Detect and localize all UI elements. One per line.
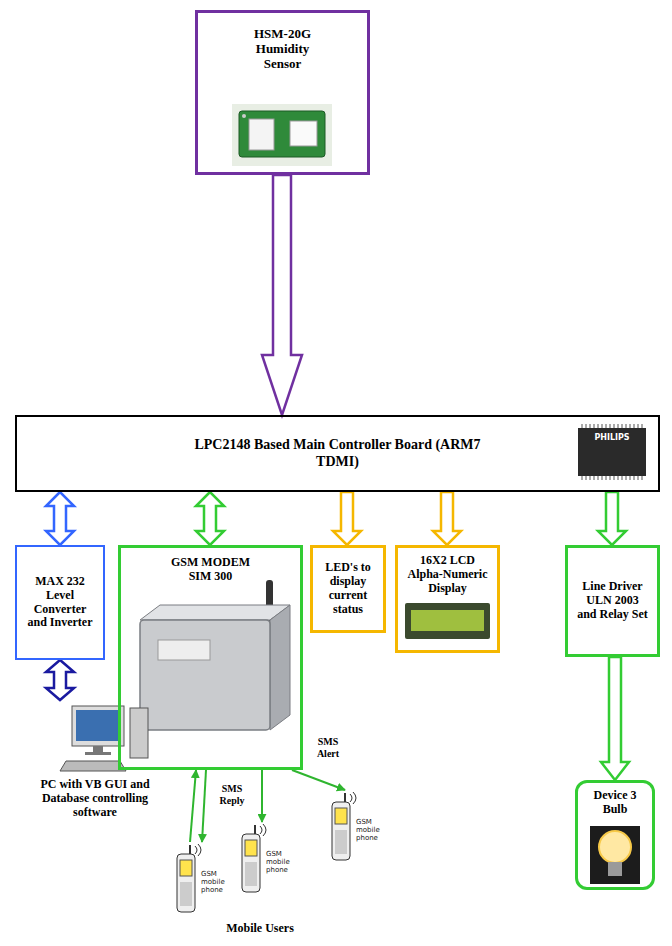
signal-marks — [195, 844, 201, 856]
phone-screen — [335, 808, 347, 824]
phone-body — [242, 834, 260, 892]
block-arrow — [46, 492, 74, 545]
phone-keypad — [180, 882, 192, 906]
pc-caption: PC with VB GUI and Database controlling … — [20, 778, 170, 819]
sensor-name: HSM-20G Humidity Sensor — [243, 27, 323, 72]
group-caption: Mobile Users — [205, 922, 315, 936]
phone-antenna — [189, 845, 191, 854]
lcd-picture — [405, 603, 490, 639]
controller-box: LPC2148 Based Main Controller Board (ARM… — [15, 415, 660, 492]
phone-node: GSM mobile phone — [330, 790, 387, 865]
phone-keypad — [245, 862, 257, 886]
gsm-modem-picture — [140, 580, 290, 730]
phone-keypad — [335, 830, 347, 854]
pc-tower — [130, 708, 148, 758]
modem-sticker — [158, 640, 210, 660]
block-name: Device 3 Bulb — [582, 789, 648, 817]
sms-link — [190, 770, 196, 842]
sensor-pcb — [239, 111, 325, 157]
pc-picture — [60, 706, 148, 771]
connector-group — [46, 175, 629, 842]
phone-body — [177, 854, 195, 912]
phone-picture — [177, 844, 201, 912]
chip-pins — [581, 424, 644, 428]
block-arrow — [598, 492, 626, 545]
humidity-sensor-picture — [232, 104, 332, 166]
relay-driver-box: Line Driver ULN 2003 and Relay Set — [565, 545, 660, 657]
phone-picture — [332, 792, 356, 860]
modem-top — [140, 605, 290, 620]
block-arrow — [601, 657, 629, 780]
pc-node: PC with VB GUI and Database controlling … — [15, 700, 175, 840]
phone-screen — [245, 840, 257, 856]
level-converter-box: MAX 232 Level Converter and Inverter — [15, 545, 105, 660]
block-arrow — [433, 492, 461, 545]
bulb-box: Device 3 Bulb — [575, 780, 655, 890]
phone-node: GSM mobile phone — [175, 842, 232, 917]
monitor-screen — [76, 710, 120, 741]
block-arrow — [196, 492, 224, 545]
bulb-glass — [599, 831, 631, 863]
mount-hole — [242, 114, 246, 118]
monitor — [72, 706, 124, 746]
sensor-box: HSM-20G Humidity Sensor — [195, 10, 370, 175]
block-arrow — [262, 175, 302, 415]
keyboard — [60, 761, 126, 771]
phone-antenna — [344, 793, 346, 802]
chip-picture — [578, 426, 646, 478]
block-name: Line Driver ULN 2003 and Relay Set — [577, 580, 649, 621]
block-name: 16X2 LCD Alpha-Numeric Display — [402, 554, 493, 595]
block-arrow — [333, 492, 361, 545]
edge-label: SMS Alert — [308, 735, 348, 760]
monitor-base — [85, 752, 111, 755]
led-box: LED's to display current status — [310, 545, 386, 633]
photo-ground — [232, 104, 332, 166]
phone-text: GSM mobile phone — [356, 818, 386, 842]
sms-link — [202, 770, 206, 842]
chip-pins — [581, 476, 644, 480]
signal-marks — [260, 824, 266, 836]
block-name: GSM MODEM SIM 300 — [166, 556, 256, 584]
bulb-base — [608, 862, 622, 876]
monitor-stand — [93, 746, 103, 752]
lcd-box: 16X2 LCD Alpha-Numeric Display — [395, 545, 500, 653]
bulb-picture — [590, 826, 640, 884]
gsm-modem-box: GSM MODEM SIM 300 — [118, 545, 303, 770]
photo-ground — [590, 826, 640, 884]
phone-text: GSM mobile phone — [266, 850, 296, 874]
chip-body — [578, 428, 646, 476]
edge-label: SMS Reply — [212, 782, 252, 807]
sms-link — [292, 770, 345, 790]
sms-link — [261, 770, 263, 822]
phone-node: GSM mobile phone — [240, 822, 297, 897]
phone-antenna — [254, 825, 256, 834]
block-name: LED's to display current status — [317, 561, 379, 616]
lcd-screen — [411, 610, 484, 631]
chip-marking: PHILIPS — [586, 433, 638, 442]
block-arrow — [46, 660, 74, 700]
lcd-frame — [405, 603, 490, 639]
block-name: MAX 232 Level Converter and Inverter — [24, 575, 96, 630]
controller-name: LPC2148 Based Main Controller Board (ARM… — [188, 437, 488, 469]
modem-side — [270, 605, 290, 730]
phone-screen — [180, 860, 192, 876]
modem-body — [140, 620, 270, 730]
phone-picture — [242, 824, 266, 892]
phone-text: GSM mobile phone — [201, 870, 231, 894]
sensor-element — [249, 119, 274, 150]
signal-marks — [350, 792, 356, 804]
phone-body — [332, 802, 350, 860]
sensor-connector — [290, 121, 317, 146]
